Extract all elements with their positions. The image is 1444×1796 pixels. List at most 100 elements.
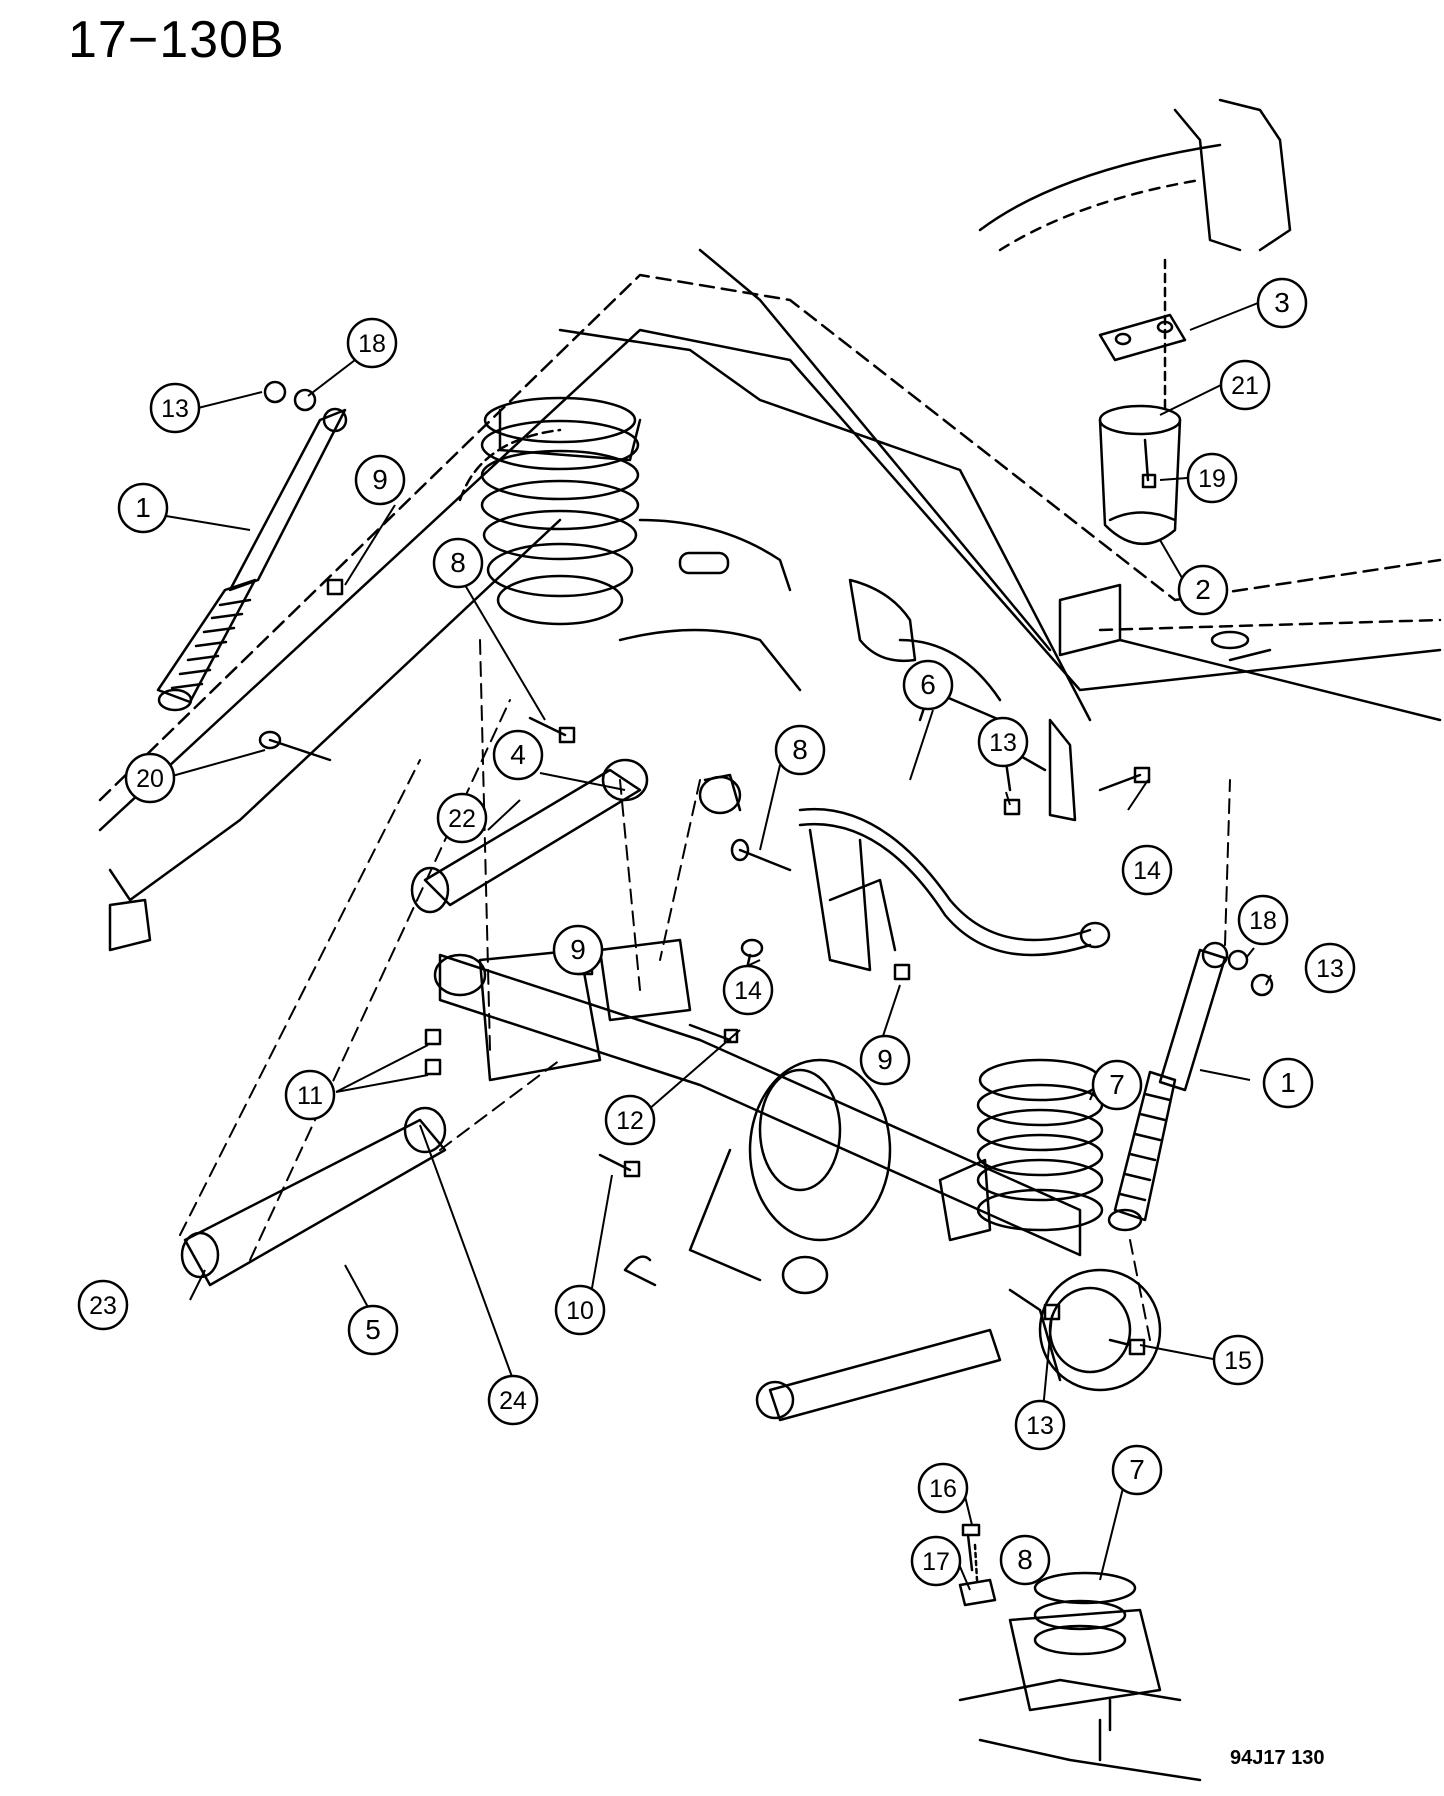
callout-circle (1111, 1444, 1163, 1496)
drawing-code: 94J17 130 (1230, 1747, 1325, 1769)
callout-circle (604, 1094, 656, 1146)
sway-bar (798, 688, 1111, 972)
callout-circle (910, 1535, 962, 1587)
callout-circle (902, 659, 954, 711)
callout-number: 8 (1017, 1544, 1033, 1575)
callout-4: 4 (492, 729, 544, 781)
shock-absorber-left (156, 380, 348, 712)
callout-circle (117, 482, 169, 534)
callout-15: 15 (1212, 1334, 1264, 1386)
callout-number: 20 (136, 765, 164, 793)
callout-number: 9 (570, 934, 586, 965)
callout-number: 7 (1109, 1069, 1125, 1100)
callout-circle (1256, 277, 1308, 329)
callout-7: 7 (1111, 1444, 1163, 1496)
callout-number: 24 (499, 1387, 527, 1415)
callout-circle (977, 716, 1029, 768)
inset-spring-seat (958, 1523, 1202, 1782)
callout-circle (124, 752, 176, 804)
callout-18: 18 (1237, 894, 1289, 946)
callout-number: 8 (450, 547, 466, 578)
callout-3: 3 (1256, 277, 1308, 329)
callout-number: 13 (989, 729, 1017, 757)
callout-13: 13 (149, 382, 201, 434)
callout-circle (999, 1534, 1051, 1586)
floor-pan (458, 428, 1002, 702)
callout-number: 21 (1231, 372, 1259, 400)
callout-5: 5 (347, 1304, 399, 1356)
callout-number: 18 (1249, 907, 1277, 935)
callout-circle (1212, 1334, 1264, 1386)
callout-number: 4 (510, 739, 526, 770)
callout-number: 12 (616, 1107, 644, 1135)
callout-circle (774, 724, 826, 776)
callout-circle (1237, 894, 1289, 946)
fasteners (258, 578, 1151, 1356)
leader-lines (179, 639, 1231, 1341)
callout-number: 11 (297, 1082, 323, 1110)
callout-13: 13 (977, 716, 1029, 768)
callout-number: 2 (1195, 574, 1211, 605)
callout-9: 9 (552, 924, 604, 976)
callout-20: 20 (124, 752, 176, 804)
callout-number: 16 (929, 1475, 957, 1503)
callout-17: 17 (910, 1535, 962, 1587)
callout-13: 13 (1304, 942, 1356, 994)
callout-circle (77, 1279, 129, 1331)
callout-number: 23 (89, 1292, 117, 1320)
callout-circle (1219, 359, 1271, 411)
callout-10: 10 (554, 1284, 606, 1336)
callout-21: 21 (1219, 359, 1271, 411)
callout-number: 17 (922, 1548, 950, 1576)
callout-number: 14 (734, 977, 762, 1005)
callout-circle (492, 729, 544, 781)
callout-circle (347, 1304, 399, 1356)
callout-8: 8 (774, 724, 826, 776)
callout-circle (1091, 1059, 1143, 1111)
callout-number: 13 (1026, 1412, 1054, 1440)
callout-circle (284, 1069, 336, 1121)
callout-number: 18 (358, 330, 386, 358)
callout-13: 13 (1014, 1399, 1066, 1451)
callout-number: 5 (365, 1314, 381, 1345)
callout-number: 14 (1133, 857, 1161, 885)
jounce-bumper (1098, 258, 1187, 545)
lower-control-arm (180, 1106, 1002, 1422)
callout-16: 16 (917, 1462, 969, 1514)
callout-number: 13 (161, 395, 189, 423)
callout-circle (859, 1034, 911, 1086)
callout-number: 8 (792, 734, 808, 765)
callout-9: 9 (859, 1034, 911, 1086)
callout-circle (1121, 844, 1173, 896)
callout-18: 18 (346, 317, 398, 369)
callout-14: 14 (722, 964, 774, 1016)
callout-number: 22 (448, 805, 476, 833)
shock-absorber-right (1107, 941, 1274, 1232)
callout-23: 23 (77, 1279, 129, 1331)
callout-19: 19 (1186, 452, 1238, 504)
callout-number: 13 (1316, 955, 1344, 983)
callout-14: 14 (1121, 844, 1173, 896)
callout-circle (552, 924, 604, 976)
callout-circle (432, 537, 484, 589)
callout-layer: 1123456778889991011121313131314141516171… (77, 277, 1356, 1587)
callout-2: 2 (1177, 564, 1229, 616)
callout-circle (1186, 452, 1238, 504)
callout-number: 15 (1224, 1347, 1252, 1375)
callout-circle (1262, 1057, 1314, 1109)
callout-circle (346, 317, 398, 369)
callout-circle (436, 792, 488, 844)
callout-22: 22 (436, 792, 488, 844)
callout-circle (354, 454, 406, 506)
callout-6: 6 (902, 659, 954, 711)
callout-number: 1 (135, 492, 151, 523)
coil-spring-lower (938, 1058, 1104, 1242)
callout-circle (1177, 564, 1229, 616)
callout-circle (487, 1374, 539, 1426)
callout-circle (917, 1462, 969, 1514)
callout-1: 1 (1262, 1057, 1314, 1109)
callout-12: 12 (604, 1094, 656, 1146)
callout-7: 7 (1091, 1059, 1143, 1111)
